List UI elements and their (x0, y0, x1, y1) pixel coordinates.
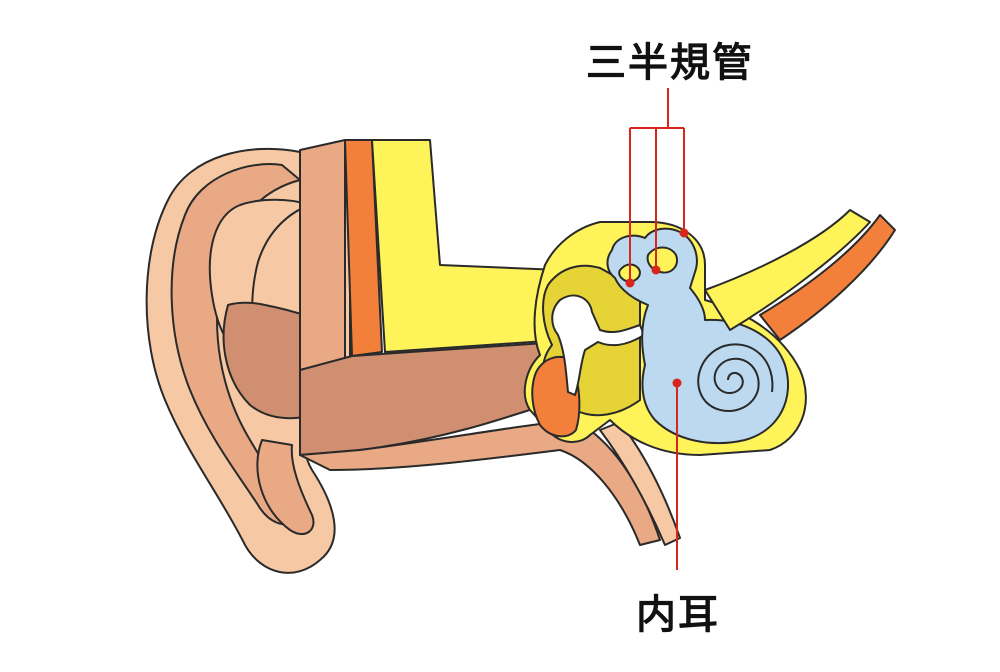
pointer-dot-mid (651, 265, 661, 275)
eustachian-tube (599, 421, 681, 546)
ear-canal (299, 139, 681, 546)
ossicles (551, 294, 645, 396)
pointer-dot-inner-ear (672, 378, 682, 388)
cochlea-spiral (697, 343, 774, 412)
canal-skin-top (299, 139, 346, 371)
pointer-dot-right (679, 228, 689, 238)
canal-bone-layer (371, 139, 561, 353)
label-semicircular-canals: 三半規管 (586, 40, 754, 86)
auditory-nerve (704, 209, 896, 341)
nerve-yellow (704, 209, 871, 331)
canal-floor (299, 419, 661, 546)
label-inner-ear: 内耳 (636, 592, 720, 638)
canal-orange-layer (344, 139, 383, 357)
pinna-lobe-inner (256, 439, 315, 535)
nerve-orange (759, 214, 896, 341)
pointer-lines (629, 88, 685, 570)
pointer-dot-left (625, 278, 635, 288)
pointer-dots (625, 228, 689, 388)
